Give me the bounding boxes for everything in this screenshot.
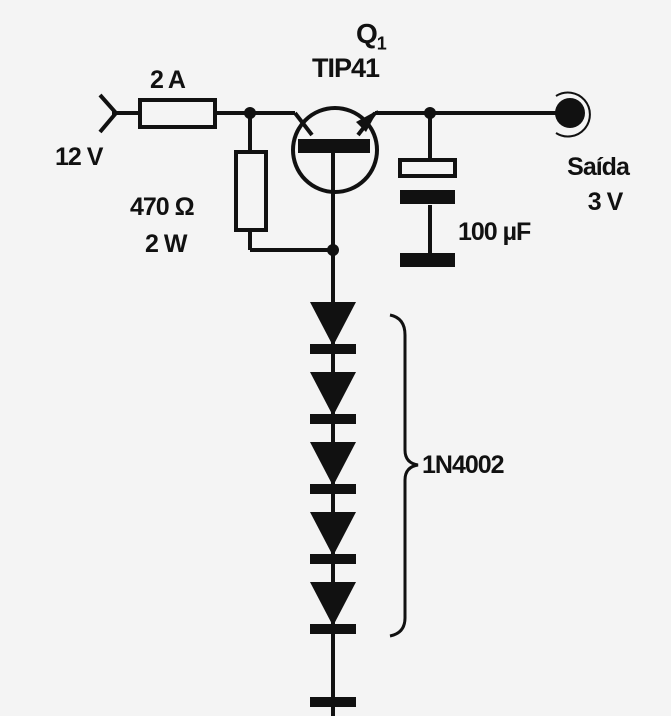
diode-group-brace (389, 313, 419, 638)
input-voltage: 12 V (55, 143, 103, 171)
capacitor-value: 100 µF (458, 218, 531, 246)
diode-part: 1N4002 (422, 451, 505, 479)
resistor-power: 2 W (145, 230, 187, 258)
resistor-symbol (234, 150, 268, 232)
collector-lead (293, 111, 314, 137)
fuse-rating: 2 A (150, 66, 186, 94)
diode-bar (310, 624, 356, 634)
resistor-value: 470 Ω (130, 193, 195, 221)
diode-triangle (310, 302, 356, 346)
bottom-bar (310, 697, 356, 707)
output-terminal-ring (555, 91, 591, 138)
diode-bar (310, 344, 356, 354)
junction-dot (424, 107, 436, 119)
diode-triangle (310, 442, 356, 486)
transistor-base-bar (298, 139, 370, 153)
junction-dot (327, 244, 339, 256)
capacitor-plate-negative (400, 190, 455, 204)
diode-bar (310, 414, 356, 424)
diode-stack (310, 302, 356, 634)
output-terminal (555, 98, 585, 128)
capacitor-plate-ground (400, 253, 455, 267)
output-voltage: 3 V (587, 188, 624, 216)
fuse-symbol (138, 98, 217, 129)
diode-bar (310, 554, 356, 564)
emitter-arrow (356, 110, 378, 132)
output-label: Saída (567, 153, 630, 181)
diode-triangle (310, 372, 356, 416)
diode-triangle (310, 512, 356, 556)
capacitor-plate-positive (398, 158, 457, 178)
transistor-ref: Q1 (356, 18, 387, 54)
diode-bar (310, 484, 356, 494)
transistor-part: TIP41 (312, 53, 380, 83)
diode-triangle (310, 582, 356, 626)
junction-dot (244, 107, 256, 119)
